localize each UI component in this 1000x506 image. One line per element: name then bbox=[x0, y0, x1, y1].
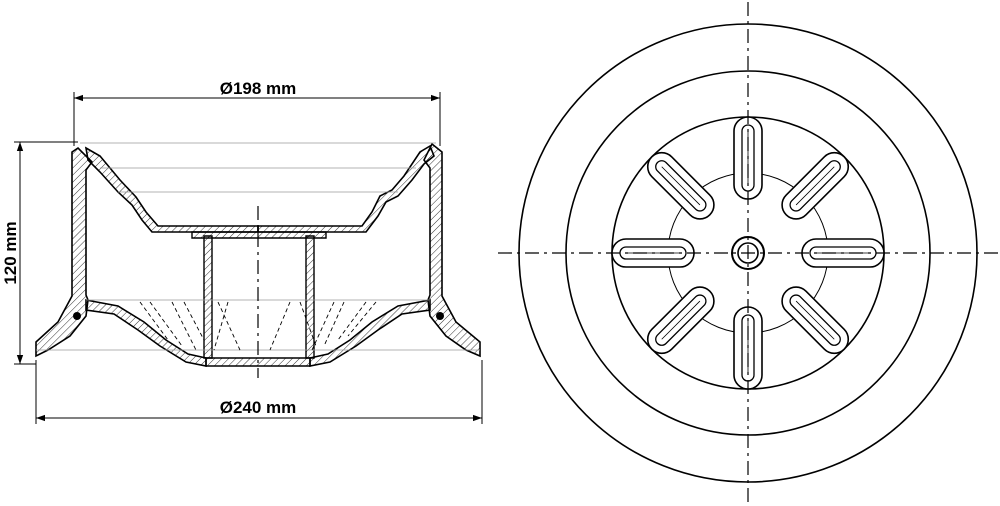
left-wall-section bbox=[35, 146, 94, 358]
spoke-group bbox=[611, 116, 885, 390]
spoke-center-line bbox=[795, 166, 835, 206]
right-dish-section bbox=[257, 144, 435, 233]
spoke-center-line bbox=[795, 300, 835, 340]
spoke bbox=[646, 286, 715, 355]
bottom-diameter-label: Ø240 mm bbox=[220, 398, 297, 417]
hub-flange bbox=[191, 231, 327, 239]
spoke-center-line bbox=[661, 300, 701, 340]
spoke bbox=[646, 151, 715, 220]
spoke-center-line bbox=[661, 166, 701, 206]
wheel-section-profile bbox=[35, 142, 481, 367]
height-dimension: 120 mm bbox=[1, 141, 78, 365]
right-bead bbox=[436, 312, 444, 320]
spoke bbox=[781, 286, 850, 355]
side-section-view: Ø198 mm Ø240 mm 120 mm bbox=[1, 79, 483, 424]
left-dish-section bbox=[84, 146, 259, 233]
top-plan-view bbox=[498, 2, 998, 504]
hub-tube-left bbox=[203, 235, 213, 359]
top-diameter-dimension: Ø198 mm bbox=[73, 79, 441, 146]
height-label: 120 mm bbox=[1, 221, 20, 284]
bottom-diameter-dimension: Ø240 mm bbox=[35, 360, 483, 424]
top-diameter-label: Ø198 mm bbox=[220, 79, 297, 98]
spoke bbox=[781, 151, 850, 220]
hub-tube-right bbox=[305, 235, 315, 359]
hub-inner bbox=[737, 242, 759, 264]
left-bead bbox=[73, 312, 81, 320]
hidden-spoke-lines bbox=[139, 301, 377, 351]
right-wall-section bbox=[423, 142, 481, 358]
